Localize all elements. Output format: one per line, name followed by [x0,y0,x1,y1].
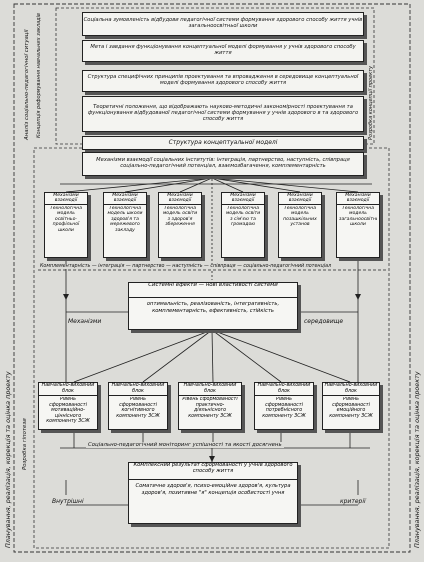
model-column-head: Механізми взаємодії [222,193,264,205]
social-conditioning-text: Соціальна зумовленість відбудови педагог… [83,17,363,29]
mechanisms-chain-label: Комплементарність — інтеграція — партнер… [38,264,334,269]
model-column-head: Механізми взаємодії [104,193,146,205]
result-body: Соматичне здоров'я, психо-емоційне здоро… [135,483,291,496]
side-label-analysis: Аналіз соціально-педагогічної ситуації [24,29,30,140]
model-column-body: Технологічна модель освіти з здоров'я зб… [162,206,198,228]
education-block-head: Навчально-виховний блок [255,383,313,396]
mechanisms-text: Механізми взаємодії соціальних інституті… [96,157,350,169]
side-label-project-concept: Розробка концепції проекту [368,65,374,140]
goal-box: Мета і завдання функціонування концептуа… [82,40,364,62]
environment-side-label: середовище [304,318,344,325]
model-column-head: Механізми взаємодії [337,193,379,205]
structure-text: Структура концептуальної моделі [168,138,278,146]
criteria-label: критерії [340,498,366,505]
goal-text: Мета і завдання функціонування концептуа… [90,44,356,56]
model-column-head: Механізми взаємодії [45,193,87,205]
model-column-body: Технологічна модель освіти з сім'єю та г… [225,206,261,228]
education-block: Навчально-виховний блок Рівень сформован… [254,382,314,430]
education-block: Навчально-виховний блок Рівень сформован… [178,382,242,430]
model-column-body: Технологічна модель школи здоров'я та ме… [107,206,143,233]
mechanisms-side-label: Механізми [68,318,102,325]
education-block-body: Рівень сформованості потребнісного компо… [262,397,306,419]
education-block-head: Навчально-виховний блок [323,383,379,396]
education-block: Навчально-виховний блок Рівень сформован… [322,382,380,430]
education-block-head: Навчально-виховний блок [179,383,241,396]
model-column: Механізми взаємодії Технологічна модель … [336,192,380,258]
education-block-body: Рівень сформованості практично-діяльнісн… [182,397,238,419]
side-label-hypothesis: Розробка гіпотези [22,418,28,470]
principles-box: Структура специфічних принципів проектув… [82,70,364,92]
education-block-head: Навчально-виховний блок [109,383,167,396]
internal-label: Внутрішні [52,498,84,505]
education-block-head: Навчально-виховний блок [39,383,97,396]
system-effects-body: оптимальність, реалізованість, інтеграти… [146,301,280,314]
result-box: Комплексний результат сформованості у уч… [128,462,298,524]
model-column-body: Технологічна модель загальноосвітньої шк… [339,206,377,228]
model-column: Механізми взаємодії Технологічна модель … [278,192,322,258]
model-column-body: Технологічна модель позашкільних установ [283,206,317,228]
system-effects-head: Системні ефекти — нові властивості систе… [129,282,297,298]
mechanisms-box: Механізми взаємодії соціальних інституті… [82,152,364,176]
model-column: Механізми взаємодії Технологічна модель … [103,192,147,258]
model-column-body: Технологічна модель освітньо-профільної … [49,206,83,233]
result-head: Комплексний результат сформованості у уч… [129,462,297,480]
model-column: Механізми взаємодії Технологічна модель … [44,192,88,258]
side-label-concept: Концепція реформування навчальних заклад… [36,13,42,138]
model-column-head: Механізми взаємодії [159,193,201,205]
education-block: Навчально-виховний блок Рівень сформован… [108,382,168,430]
theory-text: Теоретичні положення, що відображають на… [87,104,359,122]
social-conditioning-box: Соціальна зумовленість відбудови педагог… [82,12,364,36]
education-block-body: Рівень сформованості мотиваційно-ціннісн… [46,397,90,425]
model-column-head: Механізми взаємодії [279,193,321,205]
side-label-planning-left: Планування, реалізація, корекція та оцін… [4,371,12,548]
education-block: Навчально-виховний блок Рівень сформован… [38,382,98,430]
side-label-planning-right: Планування, реалізація, корекція та оцін… [413,371,421,548]
education-block-body: Рівень сформованості емоційного компонен… [329,397,373,419]
model-column: Механізми взаємодії Технологічна модель … [221,192,265,258]
theory-box: Теоретичні положення, що відображають на… [82,96,364,132]
structure-box: Структура концептуальної моделі [82,136,364,150]
model-column: Механізми взаємодії Технологічна модель … [158,192,202,258]
system-effects-box: Системні ефекти — нові властивості систе… [128,282,298,330]
principles-text: Структура специфічних принципів проектув… [87,74,359,86]
education-block-body: Рівень сформованості когнітивного компон… [116,397,160,419]
monitoring-label: Соціально-педагогічний моніторинг успішн… [86,442,284,448]
